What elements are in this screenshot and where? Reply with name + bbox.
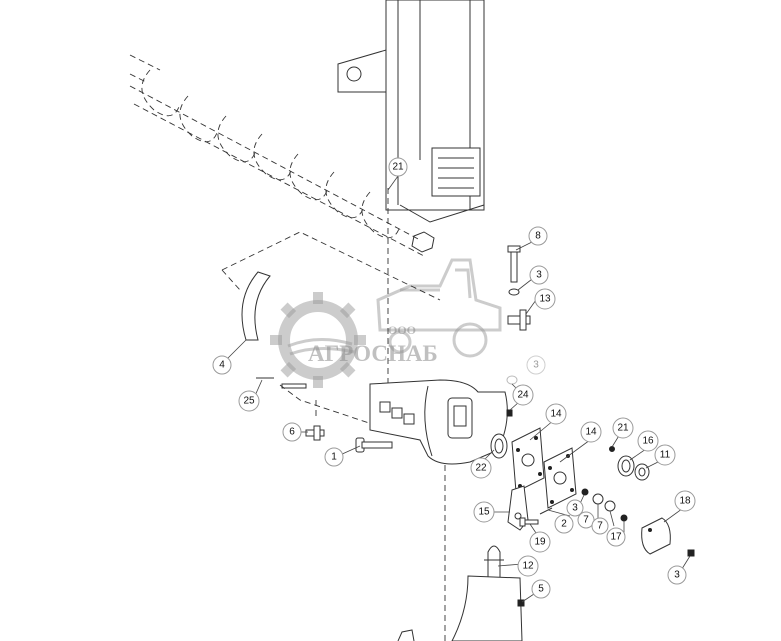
svg-text:14: 14: [550, 409, 562, 420]
svg-text:6: 6: [289, 427, 295, 438]
end-housing-part: [369, 379, 508, 465]
svg-text:3: 3: [674, 570, 680, 581]
callout-21: 21: [388, 157, 408, 177]
bolt-19-part: [519, 517, 539, 527]
svg-text:12: 12: [522, 561, 534, 572]
parts-line-art: [129, 0, 695, 641]
callout-11: 11: [654, 444, 676, 466]
svg-text:17: 17: [610, 532, 622, 543]
svg-text:21: 21: [392, 162, 404, 173]
callout-2: 2: [554, 514, 574, 534]
scraper-blade-part: [451, 575, 523, 641]
callout-21-right: 21: [612, 417, 634, 439]
watermark: ООО АГРОСНАБ: [270, 258, 502, 388]
nut-3d-part: [687, 549, 695, 557]
washer-faint-part: [506, 375, 518, 385]
callout-12: 12: [517, 555, 539, 577]
svg-text:7: 7: [597, 521, 603, 532]
bottom-part: [397, 629, 415, 641]
washer-3b-part: [581, 488, 589, 496]
carriage-bolt-part: [355, 437, 393, 453]
callout-3-faint: 3: [526, 355, 546, 375]
callout-1: 1: [324, 447, 344, 467]
svg-text:18: 18: [679, 496, 691, 507]
callout-14-left: 14: [545, 403, 567, 425]
svg-text:2: 2: [561, 519, 567, 530]
callout-17: 17: [606, 527, 626, 547]
callout-8: 8: [528, 226, 548, 246]
bolt-8-part: [507, 245, 521, 283]
nut-24-part: [506, 409, 513, 417]
callout-18: 18: [674, 490, 696, 512]
svg-text:24: 24: [517, 390, 529, 401]
callout-4: 4: [212, 355, 232, 375]
svg-text:15: 15: [478, 507, 490, 518]
svg-text:3: 3: [536, 270, 542, 281]
svg-text:5: 5: [538, 584, 544, 595]
callout-3: 3: [529, 265, 549, 285]
nut-17-part: [620, 514, 628, 522]
callout-25: 25: [238, 390, 260, 412]
washer-7a-part: [592, 493, 604, 505]
svg-text:1: 1: [331, 452, 337, 463]
strip-part: [281, 383, 307, 389]
callout-15: 15: [473, 501, 495, 523]
callout-5: 5: [531, 579, 551, 599]
washer-7b-part: [604, 500, 616, 512]
ball-21-part: [609, 446, 615, 452]
auger-housing-column: [337, 0, 485, 223]
svg-text:8: 8: [535, 231, 541, 242]
bearing-16-part: [617, 455, 635, 477]
tractor-logo-icon: [376, 258, 502, 358]
svg-text:21: 21: [617, 423, 629, 434]
callout-6: 6: [282, 422, 302, 442]
callout-3-bottom: 3: [667, 565, 687, 585]
flange-plate-right-part: [543, 447, 577, 509]
bolt-6-part: [305, 425, 325, 441]
callout-13: 13: [534, 288, 556, 310]
trough-outline: [221, 231, 441, 441]
svg-text:3: 3: [572, 503, 578, 514]
callout-14-right: 14: [580, 421, 602, 443]
callout-3-mid: 3: [566, 499, 584, 517]
u-bolt-12-part: [487, 545, 501, 588]
auger-screw: [129, 54, 435, 257]
svg-text:4: 4: [219, 360, 225, 371]
clip-13-part: [507, 309, 531, 331]
svg-text:3: 3: [533, 360, 539, 371]
cover-18-part: [641, 517, 671, 555]
svg-text:19: 19: [534, 537, 546, 548]
gear-logo-icon: [270, 292, 366, 388]
seal-11-part: [634, 463, 650, 481]
bolt-5-part: [517, 599, 525, 607]
callout-7-right: 7: [591, 517, 609, 535]
callout-16: 16: [637, 430, 659, 452]
svg-text:16: 16: [642, 436, 654, 447]
callout-19: 19: [529, 531, 551, 553]
svg-text:13: 13: [539, 294, 551, 305]
svg-text:14: 14: [585, 427, 597, 438]
watermark-name: АГРОСНАБ: [308, 341, 438, 366]
wear-plate-part: [241, 271, 271, 341]
bearing-22-part: [490, 433, 508, 459]
watermark-prefix: ООО: [388, 323, 416, 337]
svg-text:11: 11: [660, 450, 671, 461]
flange-plate-left-part: [511, 427, 545, 493]
callout-22: 22: [470, 457, 492, 479]
pin-2-part: [539, 507, 553, 515]
svg-text:22: 22: [475, 463, 487, 474]
svg-text:7: 7: [583, 515, 589, 526]
washer-3-part: [508, 288, 520, 296]
svg-text:25: 25: [243, 396, 255, 407]
callout-24: 24: [512, 384, 534, 406]
callouts: 21 8 3 13 3 4 24 25 14 6 21 14 16 1 11 2…: [212, 157, 696, 599]
